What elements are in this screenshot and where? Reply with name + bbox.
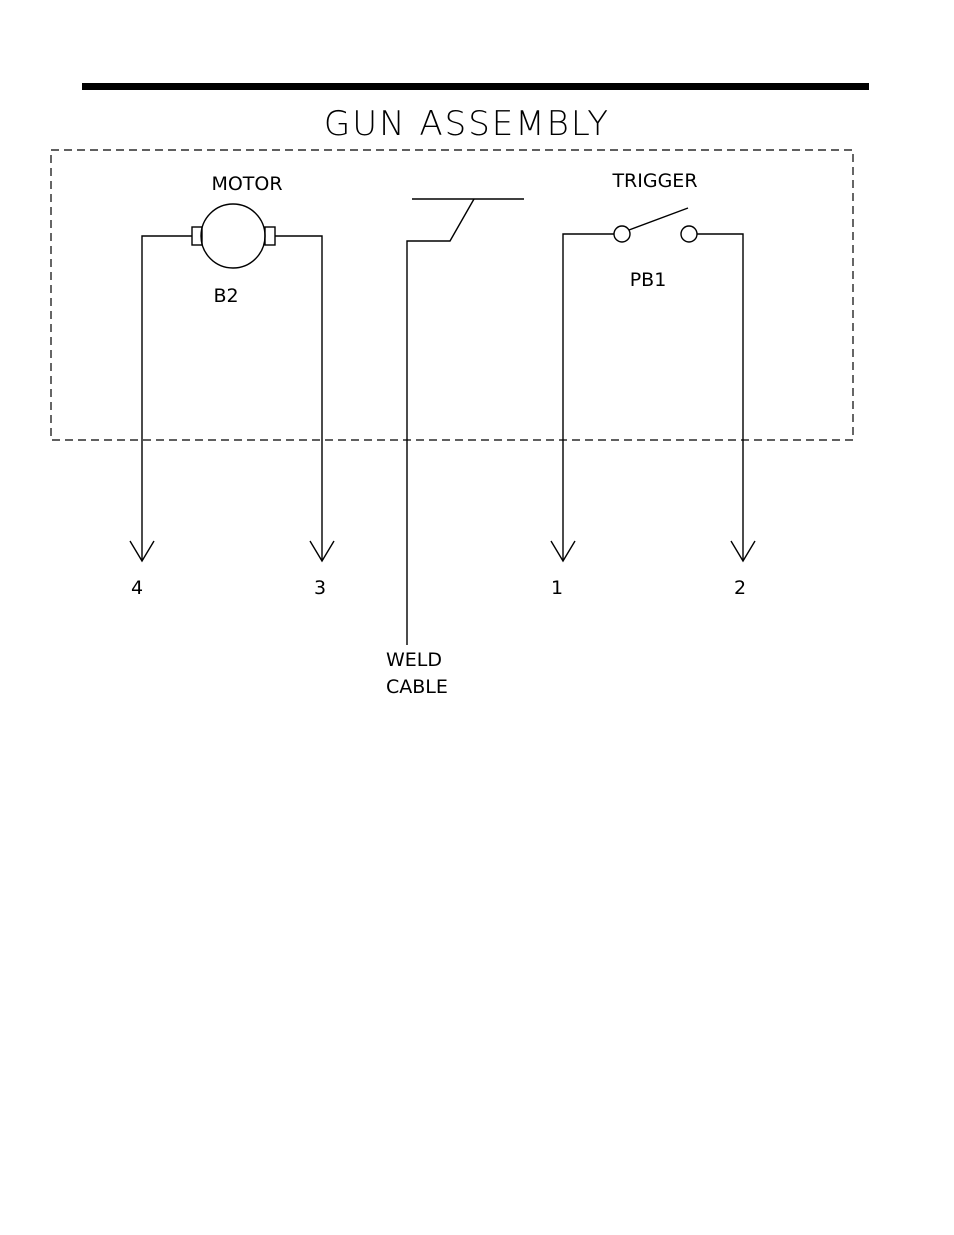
wire-terminal-1	[563, 234, 614, 560]
motor-label: MOTOR	[211, 173, 282, 195]
trigger-designator: PB1	[630, 269, 667, 291]
motor-brush-right-icon	[265, 227, 275, 245]
motor-symbol-icon	[201, 204, 265, 268]
weld-cable-wire	[407, 199, 474, 645]
diagram-title: GUN ASSEMBLY	[324, 104, 610, 144]
trigger-pb1: TRIGGER PB1	[563, 170, 743, 560]
terminal-label-1: 1	[551, 577, 563, 599]
trigger-label: TRIGGER	[611, 170, 697, 192]
trigger-switch-arm	[629, 208, 688, 230]
weld-cable-label-line1: WELD	[386, 649, 442, 671]
terminal-label-2: 2	[734, 577, 746, 599]
motor-designator: B2	[213, 285, 238, 307]
trigger-contact-left-icon	[614, 226, 630, 242]
trigger-contact-right-icon	[681, 226, 697, 242]
terminal-label-4: 4	[131, 577, 143, 599]
wire-terminal-2	[697, 234, 743, 560]
terminal-label-3: 3	[314, 577, 326, 599]
weld-cable-label-line2: CABLE	[386, 676, 448, 698]
assembly-boundary	[51, 150, 853, 440]
wire-terminal-3	[275, 236, 322, 560]
header-rule	[82, 83, 869, 90]
motor-b2: MOTOR B2	[192, 173, 283, 307]
wire-terminal-4	[142, 236, 192, 560]
weld-cable-contact	[407, 199, 524, 645]
